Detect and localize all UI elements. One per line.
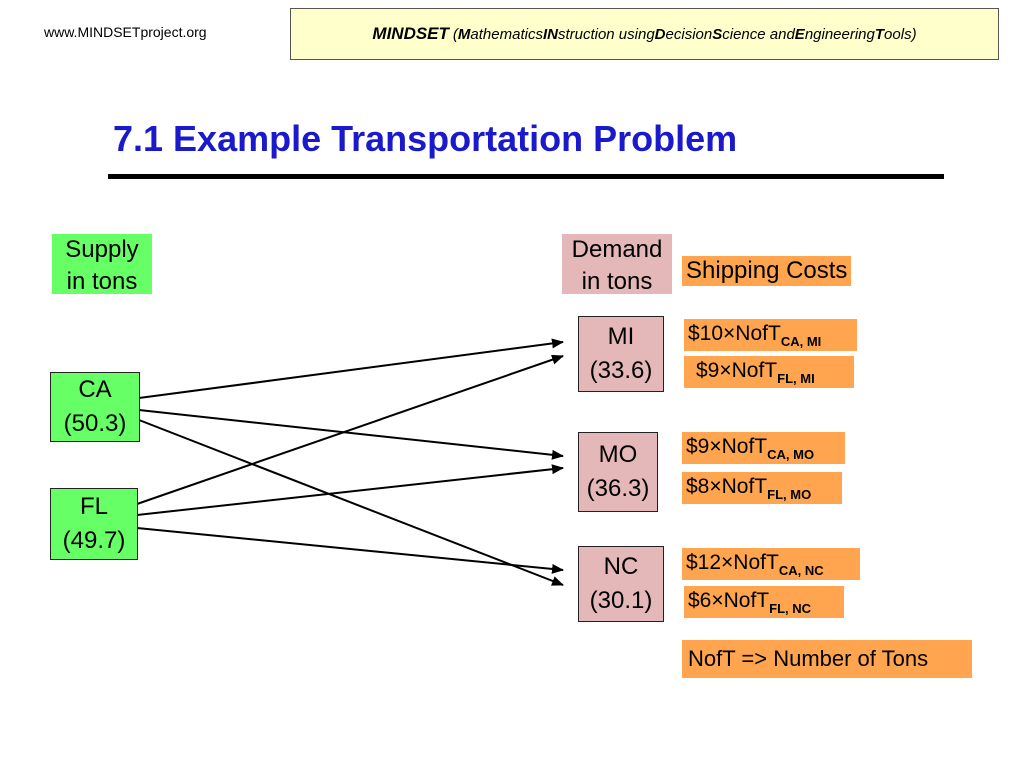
header-initial: D [654, 25, 666, 43]
title-underline [108, 174, 944, 179]
header-initial: T [874, 25, 885, 43]
cost-fl-mi: $9×NofTFL, MI [684, 356, 854, 388]
cost-text: $12×NofT [686, 551, 779, 574]
arrow-ca-mo [138, 409, 564, 460]
supply-label-line: Supply [65, 236, 139, 263]
supply-label: Supply in tons [52, 234, 152, 295]
slide-title: 7.1 Example Transportation Problem [113, 118, 738, 159]
cost-subscript: CA, NC [778, 563, 824, 578]
header-close-paren: ) [911, 25, 917, 43]
node-value: (49.7) [62, 527, 126, 554]
node-value: (50.3) [63, 410, 127, 437]
cost-fl-nc: $6×NofTFL, NC [684, 586, 844, 618]
supply-node-fl: FL (49.7) [50, 488, 138, 560]
cost-subscript: FL, NC [769, 601, 812, 616]
cost-ca-mo: $9×NofTCA, MO [682, 432, 845, 464]
header-initial: S [712, 25, 723, 43]
arrow-fl-mo [136, 464, 564, 516]
arrow-ca-mi [138, 338, 564, 399]
node-name: CA [78, 376, 112, 403]
header-initial: M [457, 25, 471, 43]
node-value: (30.1) [589, 587, 653, 614]
demand-node-mo: MO (36.3) [578, 432, 658, 512]
header-open-paren: ( [452, 25, 458, 43]
arrow-ca-nc [138, 419, 564, 586]
header-word: ngineering [804, 25, 875, 43]
header-initial: E [794, 25, 805, 43]
demand-node-nc: NC (30.1) [578, 546, 664, 622]
header-word: ools [884, 25, 912, 43]
node-name: MI [607, 323, 635, 350]
header-brand: MINDSET [372, 24, 449, 43]
cost-text: $10×NofT [688, 322, 781, 345]
cost-text: $9×NofT [696, 359, 778, 382]
node-name: NC [603, 553, 639, 580]
cost-text: $6×NofT [688, 589, 770, 612]
header-word: struction using [557, 25, 655, 43]
cost-ca-nc: $12×NofTCA, NC [682, 548, 860, 580]
site-url[interactable]: www.MINDSETproject.org [44, 24, 207, 40]
supply-node-ca: CA (50.3) [50, 372, 140, 442]
cost-ca-mi: $10×NofTCA, MI [684, 319, 857, 351]
shipping-costs-label: Shipping Costs [682, 256, 852, 286]
cost-fl-mo: $8×NofTFL, MO [682, 472, 842, 504]
demand-label: Demand in tons [562, 234, 672, 295]
cost-subscript: CA, MO [767, 447, 815, 462]
node-name: MO [598, 441, 638, 468]
header-word: athematics [470, 25, 543, 43]
cost-text: $9×NofT [686, 435, 768, 458]
demand-node-mi: MI (33.6) [578, 316, 664, 392]
cost-subscript: FL, MO [767, 487, 812, 502]
cost-subscript: FL, MI [777, 371, 815, 386]
noft-definition-note: NofT => Number of Tons [682, 640, 972, 678]
header-word: cience and [722, 25, 795, 43]
arrow-fl-mi [136, 354, 564, 505]
supply-label-line: in tons [66, 268, 138, 295]
arrow-fl-nc [136, 527, 564, 574]
node-value: (33.6) [589, 357, 653, 384]
cost-text: $8×NofT [686, 475, 768, 498]
header-word: ecision [665, 25, 713, 43]
node-value: (36.3) [586, 475, 650, 502]
demand-label-line: Demand [571, 236, 663, 263]
header-initial: IN [542, 25, 558, 43]
node-name: FL [79, 493, 108, 520]
demand-label-line: in tons [581, 268, 653, 295]
cost-subscript: CA, MI [780, 334, 822, 349]
